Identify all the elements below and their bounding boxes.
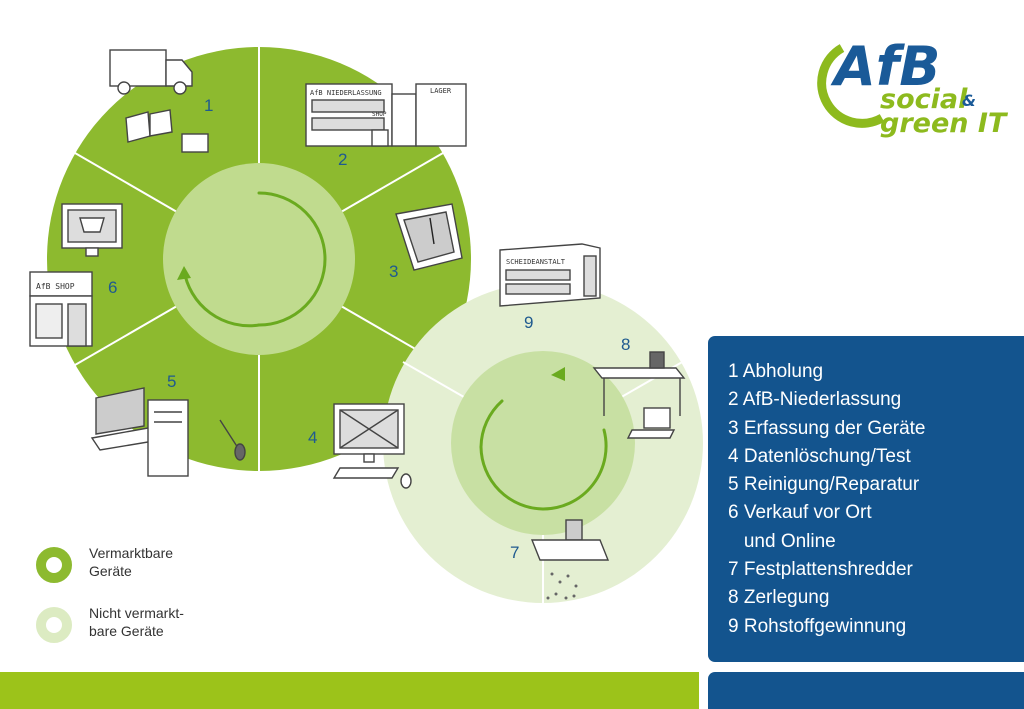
inner-cycle-arrow-top [479, 399, 504, 449]
scheideanstalt-sign-text: SCHEIDEANSTALT [506, 258, 566, 266]
logo-green-it-text: green IT [880, 108, 1009, 139]
inner-cycle-arrow-right [541, 428, 608, 511]
lager-sign-text: LAGER [430, 87, 452, 95]
step-item-1: 1 Abholung [728, 361, 824, 382]
step-number-2: 2 [338, 150, 347, 169]
niederlassung-sign-text: AfB NIEDERLASSUNG [310, 89, 382, 97]
marketable-cycle-inner [163, 163, 355, 355]
logo-swoosh [817, 44, 885, 128]
step-number-6: 6 [108, 278, 117, 297]
step-number-8: 8 [621, 335, 630, 354]
legend-non-marketable: Nicht vermarkt- bare Geräte [36, 604, 184, 643]
shop-small-sign-text: SHOP [372, 111, 387, 118]
monitor-icon [332, 403, 412, 489]
steps-list: 1 Abholung 2 AfB-Niederlassung 3 Erfassu… [708, 336, 1024, 641]
step-item-6: 6 Verkauf vor Ort [728, 502, 872, 524]
legend-non-marketable-swatch [36, 607, 72, 643]
footer-blue-bar [708, 672, 1024, 709]
step-number-3: 3 [389, 262, 398, 281]
legend-marketable: Vermarktbare Geräte [36, 544, 173, 583]
step-item-6-continued: und Online [728, 530, 836, 552]
desk-workstation-icon [592, 351, 686, 439]
refinery-building-icon: SCHEIDEANSTALT [499, 243, 601, 307]
step-item-7: 7 Festplattenshredder [728, 559, 913, 581]
legend-non-marketable-label: Nicht vermarkt- bare Geräte [89, 605, 184, 639]
step-number-4: 4 [308, 428, 317, 447]
logo-social-text: social [880, 84, 968, 115]
scanner-icon [395, 203, 463, 271]
step-item-9: 9 Rohstoffgewinnung [728, 615, 907, 637]
steps-panel: 1 Abholung 2 AfB-Niederlassung 3 Erfassu… [708, 336, 1024, 662]
step-item-2: 2 AfB-Niederlassung [728, 389, 902, 411]
building-icon: AfB NIEDERLASSUNG LAGER SHOP [305, 83, 467, 147]
step-item-5: 5 Reinigung/Reparatur [728, 474, 920, 496]
inner-arrowhead [551, 367, 565, 381]
logo-ampersand-text: & [962, 91, 976, 110]
step-item-4: 4 Datenlöschung/Test [728, 445, 911, 467]
computer-tools-icon [90, 387, 246, 477]
afb-shop-sign-text: AfB SHOP [36, 282, 75, 291]
legend-marketable-label: Vermarktbare Geräte [89, 545, 174, 579]
step-number-5: 5 [167, 372, 176, 391]
step-number-1: 1 [204, 96, 213, 115]
outer-cycle-arrow-left [182, 268, 261, 328]
recycling-cycle-diagram: 1 2 3 4 5 6 7 8 9 AfB NIEDERLASSUNG LAGE… [29, 35, 1009, 603]
outer-cycle-arrow-right [257, 191, 327, 327]
inner-cycle-arrow-left [479, 445, 545, 511]
truck-icon [109, 49, 209, 153]
afb-logo: AfB social & green IT [817, 35, 1009, 139]
shredder-icon [530, 519, 610, 600]
logo-brand-text: AfB [830, 35, 940, 98]
step-item-8: 8 Zerlegung [728, 587, 830, 609]
step-item-3: 3 Erfassung der Geräte [728, 417, 926, 439]
step-number-7: 7 [510, 543, 519, 562]
legend-marketable-swatch [36, 547, 72, 583]
footer-green-bar [0, 672, 699, 709]
shop-icon: AfB SHOP [29, 203, 123, 347]
step-number-9: 9 [524, 313, 533, 332]
outer-arrowhead [177, 266, 191, 280]
